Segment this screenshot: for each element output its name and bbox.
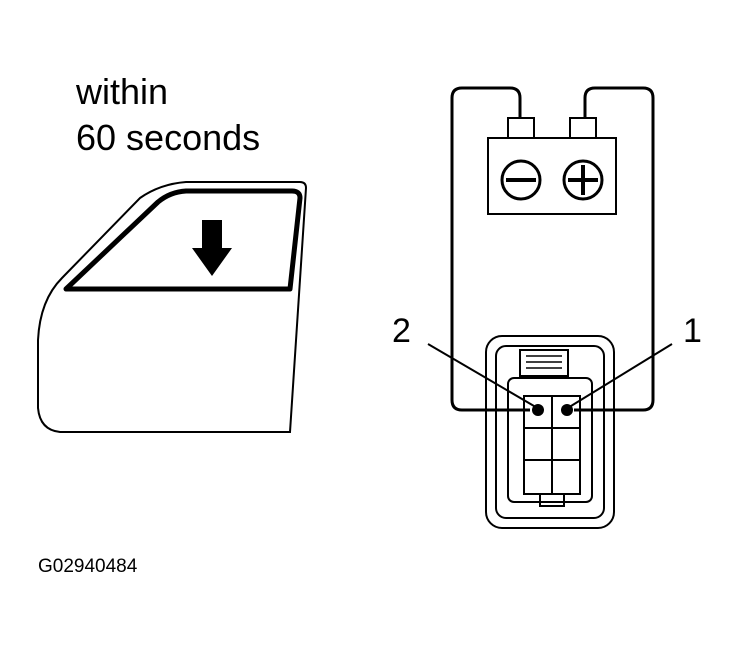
negative-post: [507, 117, 535, 139]
wire-left: [450, 86, 530, 412]
plus-icon: [562, 159, 604, 201]
wire-right: [574, 86, 655, 412]
connector-housing-outer: [485, 335, 615, 529]
positive-post: [569, 117, 597, 139]
terminal-2-pin: [532, 404, 544, 416]
instruction-line-1: within: [75, 71, 168, 112]
terminal-1-label: 1: [683, 312, 702, 350]
wiring-loop: [450, 86, 655, 412]
instruction-line-2: 60 seconds: [76, 117, 260, 158]
connector-latch: [519, 349, 569, 377]
connector-housing-inner: [495, 345, 605, 519]
connector-bottom-tab: [539, 493, 565, 507]
connector: [485, 335, 615, 529]
battery: [487, 117, 617, 215]
leader-line-2: [427, 343, 535, 407]
minus-icon: [500, 159, 542, 201]
terminal-1-pin: [561, 404, 573, 416]
figure-code: G02940484: [38, 556, 138, 577]
door-window: [63, 188, 303, 292]
leader-line-1: [570, 343, 673, 407]
car-door: [37, 181, 308, 433]
connector-face: [507, 377, 593, 503]
terminal-2-label: 2: [392, 312, 411, 350]
window-down-arrow-icon: [192, 220, 232, 276]
door-outline: [37, 181, 308, 433]
